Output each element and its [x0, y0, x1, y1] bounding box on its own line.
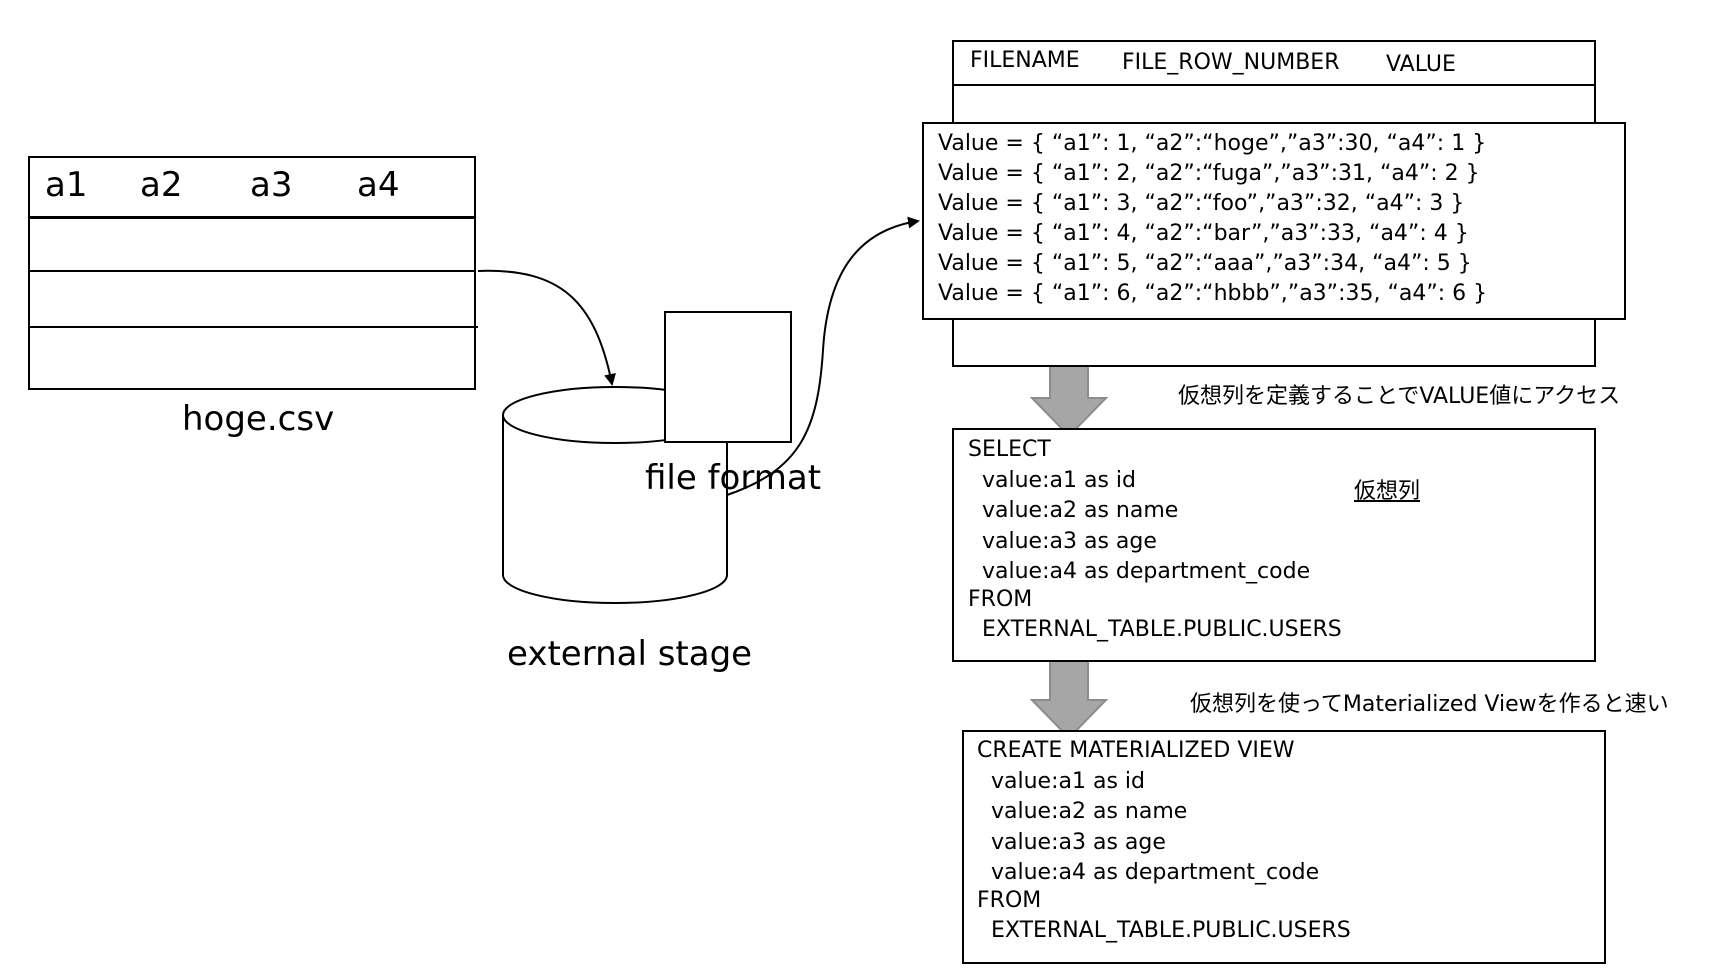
csv-header-divider	[28, 216, 476, 219]
select-line: value:a1 as id	[968, 468, 1136, 493]
header-filename: FILENAME	[970, 48, 1080, 73]
materialized-view-note: 仮想列を使ってMaterialized Viewを作ると速い	[1190, 692, 1669, 717]
value-row: Value = { “a1”: 4, “a2”:“bar”,”a3”:33, “…	[938, 221, 1469, 246]
mv-line: value:a2 as name	[977, 799, 1188, 824]
fileformat-to-table-arrow	[726, 216, 920, 496]
select-line: EXTERNAL_TABLE.PUBLIC.USERS	[968, 617, 1342, 642]
select-query-box	[952, 428, 1596, 662]
csv-column-a3: a3	[250, 165, 293, 205]
file-format-box	[664, 311, 792, 443]
mv-line: EXTERNAL_TABLE.PUBLIC.USERS	[977, 918, 1351, 943]
value-row: Value = { “a1”: 6, “a2”:“hbbb”,”a3”:35, …	[938, 281, 1488, 306]
csv-caption: hoge.csv	[182, 399, 335, 439]
value-row: Value = { “a1”: 5, “a2”:“aaa”,”a3”:34, “…	[938, 251, 1472, 276]
header-value: VALUE	[1386, 52, 1456, 77]
header-file-row-number: FILE_ROW_NUMBER	[1122, 50, 1340, 75]
csv-row-divider	[28, 270, 476, 272]
mv-line: value:a4 as department_code	[977, 860, 1320, 885]
select-line: value:a2 as name	[968, 498, 1179, 523]
csv-column-a4: a4	[357, 165, 400, 205]
csv-column-a2: a2	[140, 165, 183, 205]
mv-line: FROM	[977, 888, 1042, 913]
csv-table	[28, 156, 476, 390]
down-arrow-2	[1029, 650, 1109, 740]
select-line: value:a4 as department_code	[968, 559, 1311, 584]
file-format-label: file format	[645, 458, 822, 498]
mv-line: value:a3 as age	[977, 830, 1166, 855]
select-line: value:a3 as age	[968, 529, 1157, 554]
value-row: Value = { “a1”: 3, “a2”:“foo”,”a3”:32, “…	[938, 191, 1465, 216]
value-row: Value = { “a1”: 2, “a2”:“fuga”,”a3”:31, …	[938, 161, 1480, 186]
materialized-view-query-box	[962, 730, 1606, 964]
select-line: SELECT	[968, 437, 1051, 462]
csv-column-a1: a1	[45, 165, 88, 205]
external-stage-caption: external stage	[507, 634, 753, 674]
mv-line: CREATE MATERIALIZED VIEW	[977, 738, 1295, 763]
csv-row-divider	[28, 326, 478, 328]
select-line: FROM	[968, 587, 1033, 612]
external-table-header-divider	[952, 84, 1596, 86]
virtual-column-access-note: 仮想列を定義することでVALUE値にアクセス	[1178, 384, 1621, 409]
csv-to-stage-arrow	[477, 269, 616, 386]
value-rows-box	[922, 122, 1626, 320]
virtual-column-label: 仮想列	[1354, 479, 1421, 504]
mv-line: value:a1 as id	[977, 769, 1145, 794]
value-row: Value = { “a1”: 1, “a2”:“hoge”,”a3”:30, …	[938, 131, 1487, 156]
